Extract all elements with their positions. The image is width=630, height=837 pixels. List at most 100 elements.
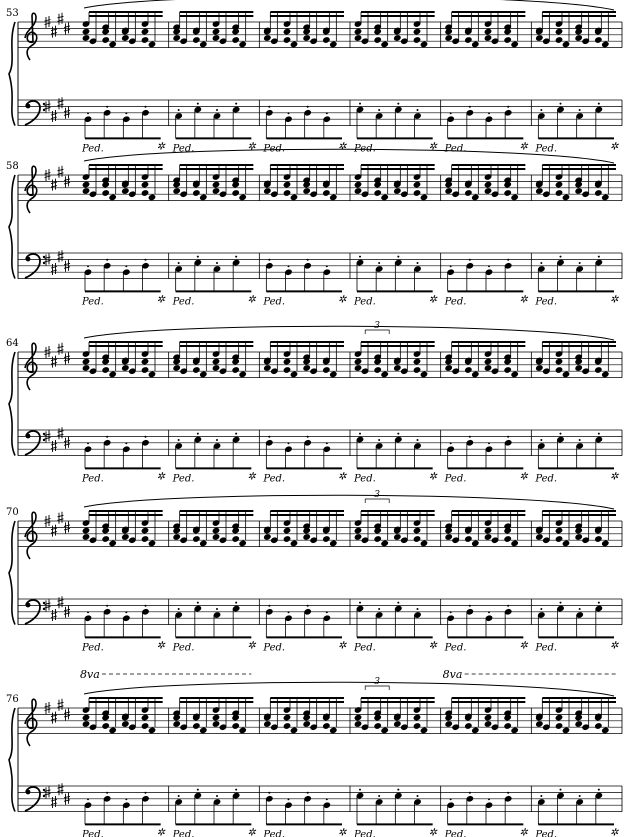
note-head bbox=[310, 191, 318, 198]
note-head bbox=[219, 368, 227, 375]
bass-clef-dot bbox=[42, 432, 46, 436]
note-head bbox=[356, 259, 364, 266]
note-head bbox=[82, 534, 90, 540]
note-head bbox=[601, 727, 609, 734]
note-head bbox=[173, 721, 181, 727]
staccato-dot bbox=[177, 795, 180, 797]
note-head bbox=[329, 371, 337, 378]
staccato-dot bbox=[216, 109, 218, 111]
note-head bbox=[420, 194, 428, 201]
note-head bbox=[511, 540, 519, 547]
staccato-dot bbox=[597, 788, 600, 791]
note-head bbox=[265, 795, 273, 802]
pedal-mark: Ped. bbox=[172, 830, 195, 837]
note-head bbox=[173, 358, 181, 365]
pedal-mark: Ped. bbox=[172, 643, 195, 654]
staccato-dot bbox=[144, 435, 147, 438]
note-head bbox=[103, 439, 111, 446]
staccato-dot bbox=[106, 604, 109, 607]
note-head bbox=[511, 727, 519, 734]
note-head bbox=[89, 38, 97, 45]
note-head bbox=[485, 446, 493, 453]
note-head bbox=[582, 724, 590, 731]
note-head bbox=[192, 723, 200, 729]
note-head bbox=[445, 358, 453, 365]
note-head bbox=[84, 802, 92, 809]
note-head bbox=[89, 537, 97, 544]
staccato-dot bbox=[597, 432, 600, 435]
note-head bbox=[199, 194, 207, 201]
note-head bbox=[361, 537, 369, 544]
note-head bbox=[121, 188, 129, 194]
note-head bbox=[400, 724, 408, 731]
staccato-dot bbox=[325, 112, 328, 115]
staccato-dot bbox=[468, 258, 471, 261]
note-head bbox=[400, 537, 408, 544]
staccato-dot bbox=[597, 255, 600, 258]
note-head bbox=[213, 799, 221, 805]
pedal-mark: Ped. bbox=[81, 474, 104, 485]
note-head bbox=[504, 527, 512, 534]
note-head bbox=[414, 612, 421, 618]
note-head bbox=[601, 371, 609, 378]
note-head bbox=[121, 721, 129, 727]
note-head bbox=[393, 181, 401, 188]
note-head bbox=[361, 191, 369, 198]
note-head bbox=[485, 116, 493, 123]
note-head bbox=[464, 723, 472, 729]
note-head bbox=[322, 358, 330, 365]
note-head bbox=[82, 365, 90, 371]
note-head bbox=[394, 259, 402, 266]
triplet-bracket bbox=[364, 329, 390, 334]
note-head bbox=[414, 799, 421, 805]
measure-number: 70 bbox=[6, 507, 19, 518]
note-head bbox=[128, 191, 136, 198]
note-head bbox=[413, 28, 421, 35]
note-head bbox=[356, 436, 364, 443]
pedal-release: ✲ bbox=[338, 295, 347, 306]
note-head bbox=[82, 721, 90, 727]
staccato-dot bbox=[449, 112, 452, 115]
sharp-icon bbox=[63, 436, 71, 449]
staccato-dot bbox=[287, 611, 290, 614]
note-head bbox=[445, 188, 453, 194]
note-head bbox=[575, 181, 583, 188]
note-head bbox=[173, 365, 181, 371]
note-head bbox=[285, 802, 292, 809]
note-head bbox=[89, 191, 97, 198]
note-head bbox=[375, 799, 383, 805]
note-head bbox=[180, 38, 188, 45]
note-head bbox=[175, 113, 183, 119]
staccato-dot bbox=[488, 442, 490, 445]
note-head bbox=[471, 727, 479, 734]
sharp-icon bbox=[57, 596, 64, 609]
pedal-release: ✲ bbox=[610, 142, 619, 153]
note-head bbox=[323, 802, 331, 809]
pedal-release: ✲ bbox=[247, 641, 256, 652]
note-head bbox=[374, 527, 382, 534]
note-head bbox=[537, 113, 545, 119]
pedal-mark: Ped. bbox=[262, 144, 285, 155]
note-head bbox=[329, 194, 337, 201]
measure-number: 64 bbox=[6, 338, 19, 349]
note-head bbox=[265, 608, 273, 615]
staccato-dot bbox=[106, 435, 109, 438]
pedal-mark: Ped. bbox=[534, 297, 557, 308]
bass-clef-dot bbox=[25, 433, 31, 439]
note-head bbox=[322, 536, 330, 542]
note-head bbox=[310, 537, 318, 544]
note-head bbox=[447, 269, 455, 276]
note-head bbox=[491, 537, 499, 544]
note-head bbox=[212, 35, 220, 41]
note-head bbox=[239, 41, 247, 48]
note-head bbox=[485, 802, 493, 809]
staccato-dot bbox=[468, 604, 471, 607]
note-head bbox=[270, 368, 278, 375]
staccato-dot bbox=[177, 608, 180, 610]
note-head bbox=[322, 190, 330, 196]
pedal-release: ✲ bbox=[519, 828, 528, 837]
staccato-dot bbox=[507, 604, 510, 607]
note-head bbox=[303, 35, 311, 41]
note-head bbox=[484, 527, 492, 534]
note-head bbox=[393, 365, 401, 371]
